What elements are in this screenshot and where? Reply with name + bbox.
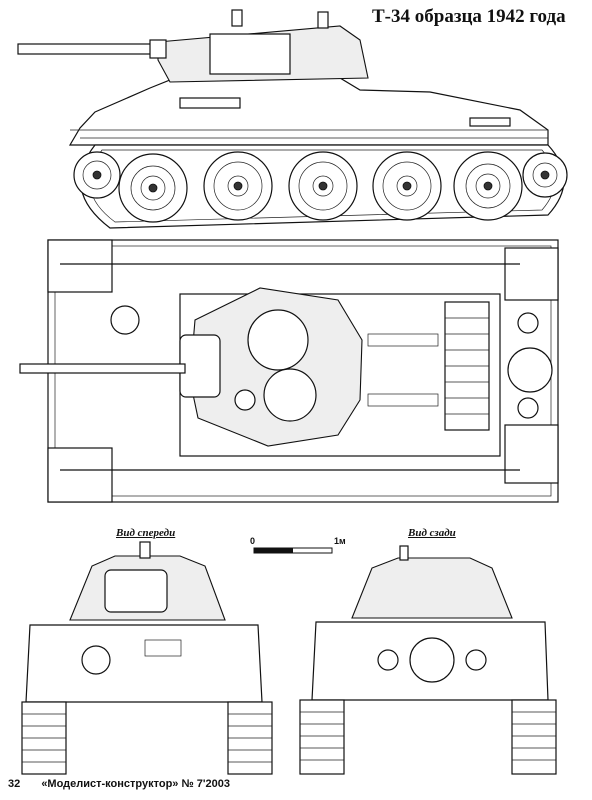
page-number: 32 — [8, 778, 21, 790]
drawing-title: Т-34 образца 1942 года — [372, 6, 566, 27]
scale-bar-graphic — [253, 547, 333, 554]
page-footer: 32 «Моделист-конструктор» № 7'2003 — [8, 778, 230, 790]
publication-name: «Моделист-конструктор» № 7'2003 — [41, 778, 230, 790]
scale-bar: 0 1м — [246, 536, 356, 558]
front-view-label: Вид спереди — [116, 527, 176, 539]
rear-view-label: Вид сзади — [408, 527, 456, 539]
scale-start-label: 0 — [250, 536, 256, 546]
scale-end-label: 1м — [334, 536, 346, 546]
